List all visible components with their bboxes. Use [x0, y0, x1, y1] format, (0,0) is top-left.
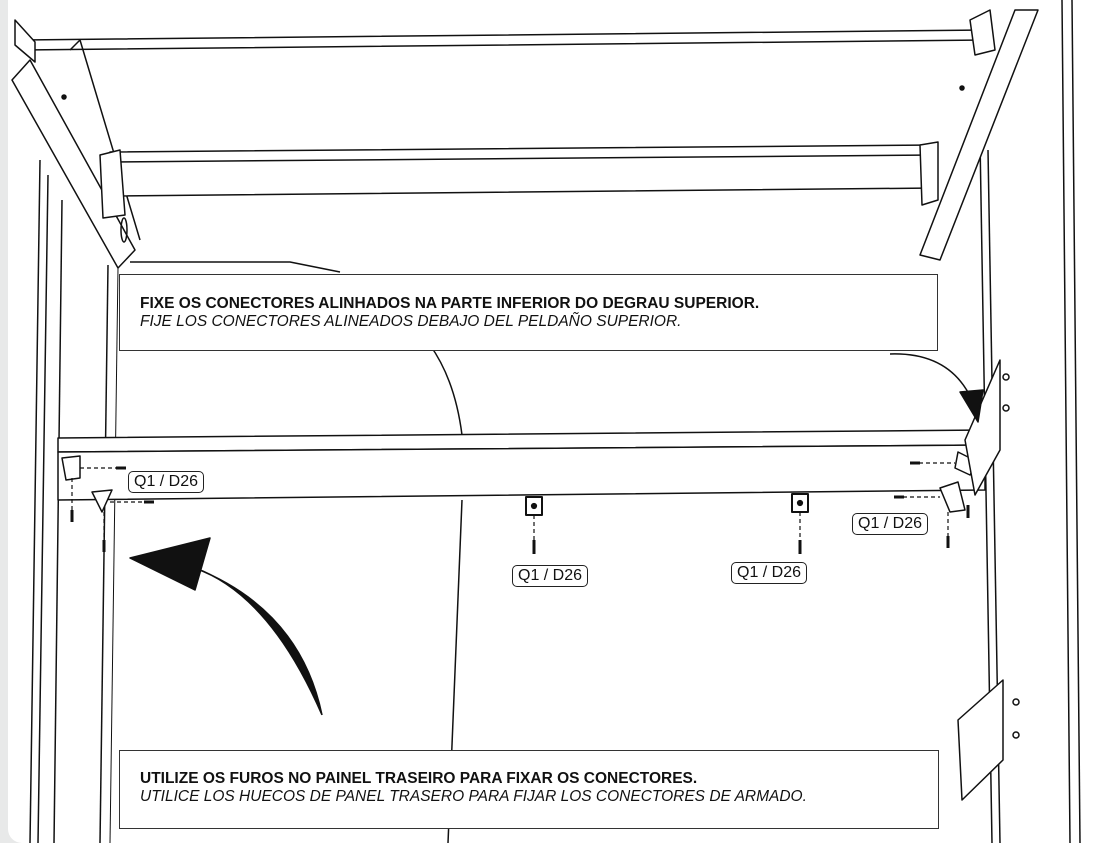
instruction-top-pt: FIXE OS CONECTORES ALINHADOS NA PARTE IN… — [140, 295, 760, 312]
step-board — [57, 429, 986, 501]
middle-crossbar — [99, 141, 939, 243]
instruction-bottom-pt: UTILIZE OS FUROS NO PAINEL TRASEIRO PARA… — [140, 770, 698, 787]
top-rail — [14, 9, 996, 63]
screws — [70, 461, 970, 554]
arrow-large — [129, 537, 323, 716]
instruction-bottom: UTILIZE OS FUROS NO PAINEL TRASEIRO PARA… — [119, 750, 939, 829]
corner-brackets — [61, 451, 979, 513]
part-label-left: Q1 / D26 — [128, 471, 205, 493]
part-label-right: Q1 / D26 — [852, 513, 929, 535]
instruction-bottom-es: UTILICE LOS HUECOS DE PANEL TRASERO PARA… — [140, 788, 807, 805]
instruction-top-es: FIJE LOS CONECTORES ALINEADOS DEBAJO DEL… — [140, 313, 682, 330]
part-label-center-left: Q1 / D26 — [512, 565, 589, 587]
drawing-background — [8, 0, 1096, 843]
part-label-center-right: Q1 / D26 — [731, 562, 808, 584]
instruction-top: FIXE OS CONECTORES ALINHADOS NA PARTE IN… — [119, 274, 938, 351]
arrow-small — [889, 353, 984, 423]
right-support — [957, 359, 1020, 801]
cabinet-side-panels — [29, 0, 1081, 843]
